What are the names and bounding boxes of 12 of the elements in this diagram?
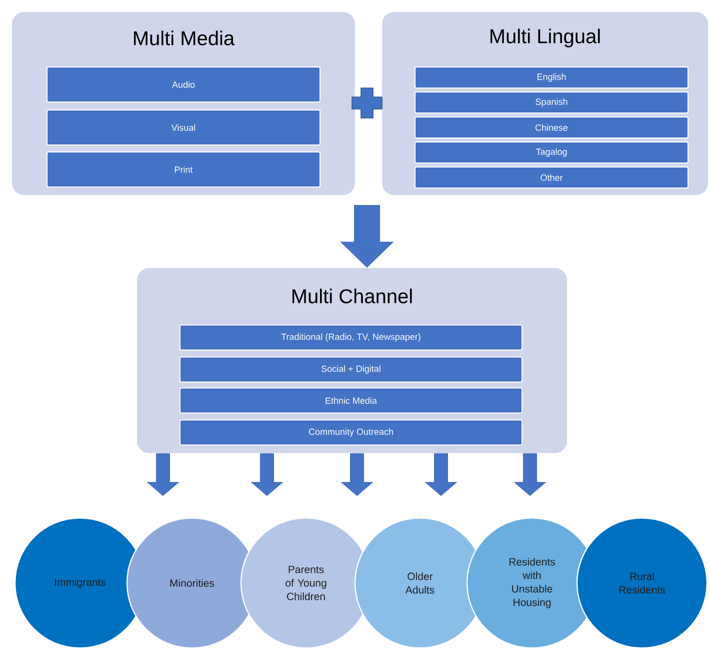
list-box: Social + Digital — [180, 356, 522, 382]
list-box: Audio — [46, 66, 320, 102]
list-box: Community Outreach — [180, 420, 522, 446]
list-box: Other — [414, 166, 688, 188]
list-box: English — [414, 66, 688, 88]
list-box: Chinese — [414, 116, 688, 138]
list-box: Visual — [46, 110, 320, 146]
list-box: Spanish — [414, 92, 688, 114]
list-box: Traditional (Radio, TV, Newspaper) — [180, 324, 522, 350]
list-box: Ethnic Media — [180, 388, 522, 414]
list-box: Print — [46, 152, 320, 188]
list-box: Tagalog — [414, 142, 688, 164]
